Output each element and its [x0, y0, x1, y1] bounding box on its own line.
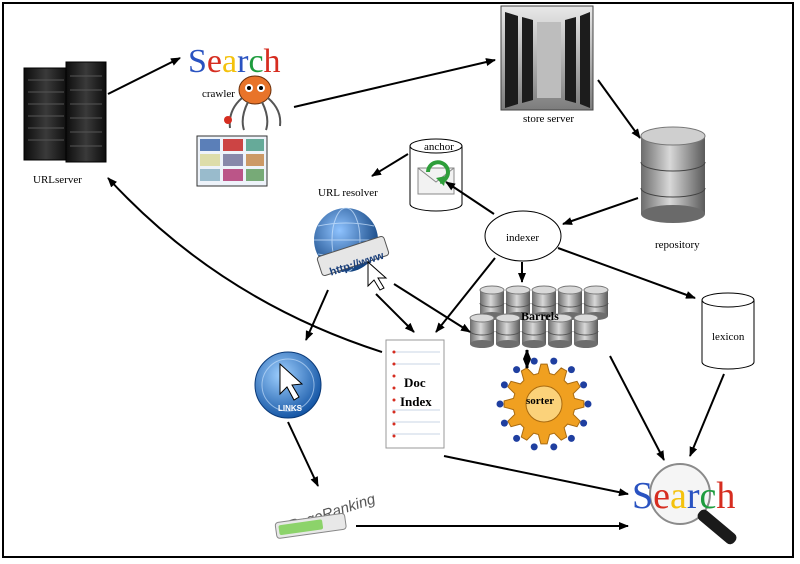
search-logo-bottom: Search — [632, 475, 735, 517]
cylinder-icon — [701, 292, 755, 370]
arrow-indexer-to-anchor — [445, 181, 495, 215]
person-figure — [500, 381, 508, 389]
search-letter: c — [248, 43, 263, 80]
arrow-anchor-to-url-resolver — [371, 153, 409, 177]
search-letter: h — [264, 43, 281, 80]
spider-robot-icon — [224, 75, 282, 131]
search-logo-top: Search — [188, 43, 281, 80]
person-figure — [567, 366, 575, 374]
barrel-cylinder — [573, 313, 599, 348]
doc-index-label-line2: Index — [400, 394, 432, 409]
arrow-store-server-to-repository — [597, 79, 641, 139]
arrow-url-resolver-to-doc-index — [375, 293, 415, 333]
globe-url-icon: http://www — [314, 207, 390, 291]
sorter-node: sorter — [496, 357, 592, 451]
data-center-icon — [500, 5, 594, 111]
barrels-label: Barrels — [521, 309, 559, 323]
arrow-repository-to-indexer — [562, 197, 639, 225]
person-figure — [580, 381, 588, 389]
barrel-cylinder — [521, 313, 547, 348]
person-figure — [550, 357, 558, 365]
store-server-node: store server — [500, 5, 594, 125]
crawler-node: Search crawler — [188, 43, 282, 187]
barrel-cylinder — [469, 313, 495, 348]
person-figure — [513, 434, 521, 442]
arrow-lexicon-to-search — [689, 373, 725, 457]
indexer-node: indexer — [484, 210, 562, 262]
barrel-cylinder — [495, 313, 521, 348]
lexicon-node: lexicon — [701, 292, 755, 370]
person-figure — [530, 443, 538, 451]
doc-index-node: Doc Index — [385, 339, 445, 449]
search-letter: S — [188, 43, 207, 80]
search-letter: c — [700, 475, 717, 517]
indexer-label: indexer — [506, 232, 539, 244]
person-figure — [500, 419, 508, 427]
flow-arrows — [107, 57, 725, 530]
sorter-label: sorter — [526, 395, 554, 407]
anchor-label: anchor — [424, 141, 454, 153]
arrow-links-to-pageranking — [287, 421, 319, 487]
links-node: LINKS — [254, 351, 322, 419]
webpage-thumbnails-icon — [196, 135, 268, 187]
search-letter: h — [716, 475, 735, 517]
arrow-indexer-to-lexicon — [557, 247, 696, 299]
gear-sorter-icon — [496, 357, 592, 451]
person-figure — [580, 419, 588, 427]
barrel-cylinder — [547, 313, 573, 348]
database-icon — [469, 285, 609, 348]
barrel-cylinder — [505, 285, 531, 320]
document-list-icon — [385, 339, 445, 449]
repository-node: repository — [640, 126, 706, 251]
store-server-label: store server — [523, 113, 574, 125]
barrels-node: Barrels — [469, 285, 609, 348]
search-letter: e — [653, 475, 670, 517]
server-rack-icon — [23, 61, 107, 163]
arrow-urlserver-to-crawler — [107, 57, 181, 95]
search-node: Search — [632, 463, 737, 545]
search-letter: e — [207, 43, 222, 80]
diagram-frame — [2, 2, 794, 558]
repository-label: repository — [655, 239, 700, 251]
arrow-indexer-to-doc-index — [435, 257, 496, 333]
progress-bar-icon — [274, 512, 347, 539]
search-letter: a — [670, 475, 687, 517]
search-letter: S — [632, 475, 653, 517]
links-cursor-icon — [254, 351, 322, 419]
person-figure — [550, 443, 558, 451]
database-icon — [640, 126, 706, 223]
urlserver-node: URLserver — [23, 61, 107, 186]
arrow-url-resolver-to-links — [305, 289, 329, 341]
links-label: LINKS — [278, 404, 303, 413]
crawler-label: crawler — [202, 88, 235, 100]
person-figure — [567, 434, 575, 442]
urlserver-label: URLserver — [33, 174, 82, 186]
doc-index-label-line1: Doc — [404, 375, 426, 390]
arrow-doc-index-to-urlserver — [107, 177, 383, 353]
anchor-node: anchor — [409, 138, 463, 212]
search-letter: r — [687, 475, 700, 517]
search-letter: a — [222, 43, 237, 80]
arrow-doc-index-to-search — [443, 455, 629, 497]
lexicon-label: lexicon — [712, 331, 745, 343]
person-figure — [530, 357, 538, 365]
person-figure — [584, 400, 592, 408]
arrow-url-resolver-to-barrels — [393, 283, 471, 333]
pageranking-node: PageRanking — [274, 490, 378, 539]
magnifier-icon — [649, 463, 737, 545]
person-figure — [496, 400, 504, 408]
url-resolver-node: URL resolver http://www — [314, 187, 390, 291]
person-figure — [513, 366, 521, 374]
arrow-barrels-to-search — [609, 355, 665, 461]
url-resolver-label: URL resolver — [318, 187, 378, 199]
arrow-crawler-to-store-server — [293, 58, 496, 108]
search-letter: r — [237, 43, 249, 80]
